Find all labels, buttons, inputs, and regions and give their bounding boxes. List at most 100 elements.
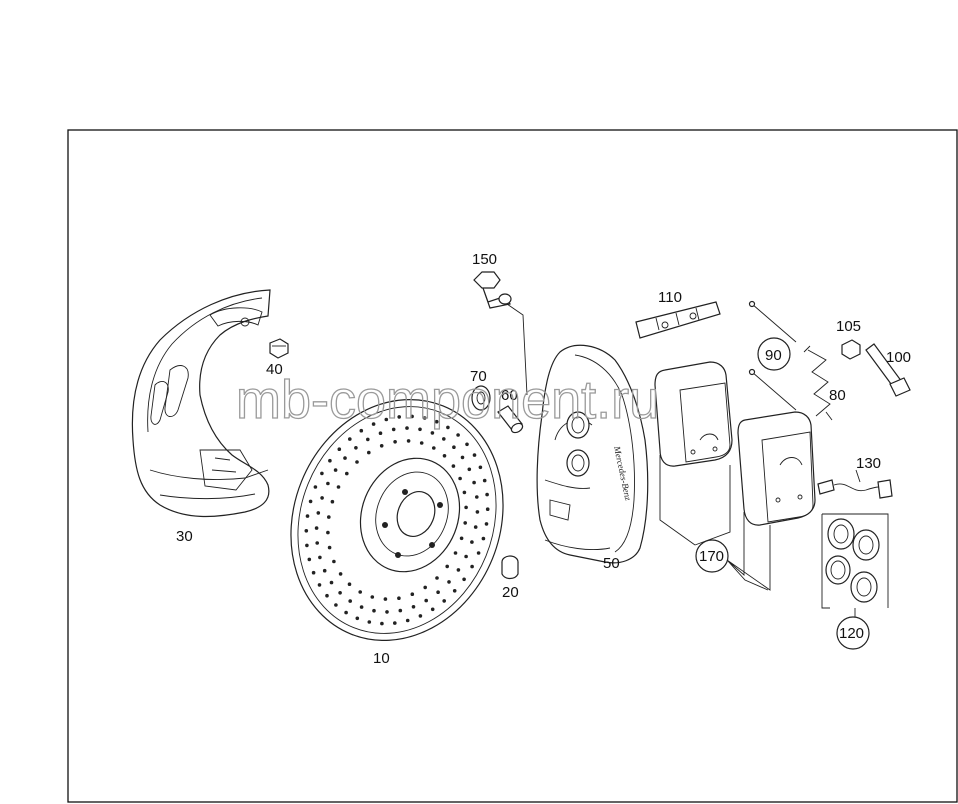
disc-drill-hole [419, 441, 424, 445]
disc-drill-hole [330, 499, 335, 504]
disc-drill-hole [316, 511, 321, 515]
spring-80-part[interactable] [803, 345, 833, 421]
disc-drill-hole [338, 591, 342, 595]
disc-drill-hole [334, 603, 338, 607]
disc-drill-hole [398, 608, 403, 613]
disc-drill-hole [337, 447, 342, 452]
callout-50: 50 [603, 555, 620, 572]
disc-drill-hole [464, 554, 468, 559]
disc-drill-hole [383, 597, 388, 601]
pin-90-part[interactable] [748, 300, 797, 411]
disc-drill-hole [434, 419, 439, 424]
disc-drill-hole [328, 458, 332, 463]
disc-drill-hole [393, 440, 397, 444]
disc-drill-hole [313, 485, 318, 489]
disc-drill-hole [338, 572, 343, 576]
disc-drill-hole [430, 431, 435, 435]
nut-40-part[interactable] [269, 338, 289, 359]
callout-100: 100 [886, 349, 911, 366]
disc-drill-hole [347, 582, 352, 586]
cap-70-part[interactable] [471, 385, 491, 411]
disc-drill-hole [305, 514, 310, 518]
disc-drill-hole [305, 543, 309, 548]
disc-drill-hole [410, 414, 414, 419]
disc-drill-hole [411, 605, 416, 609]
bolt-150-part[interactable] [473, 271, 512, 309]
callout-150: 150 [472, 251, 497, 268]
disc-drill-hole [397, 596, 401, 600]
sensor-130-part[interactable] [817, 469, 893, 499]
disc-drill-hole [355, 460, 359, 464]
disc-drill-hole [485, 507, 490, 512]
splash-shield-part[interactable] [131, 289, 271, 518]
callout-110: 110 [658, 289, 682, 306]
disc-drill-hole [410, 592, 415, 596]
disc-drill-hole [436, 590, 440, 594]
disc-drill-hole [451, 464, 456, 468]
nut-105-part[interactable] [841, 339, 861, 360]
disc-drill-hole [485, 492, 489, 497]
leader-150 [506, 303, 528, 396]
disc-drill-hole [343, 456, 347, 460]
disc-drill-hole [484, 522, 489, 526]
brake-pad-outer-part[interactable] [654, 361, 733, 467]
disc-drill-hole [460, 455, 465, 460]
disc-drill-hole [470, 540, 474, 544]
bleeder-60-part[interactable] [497, 405, 524, 434]
disc-drill-hole [320, 496, 324, 500]
disc-drill-hole [348, 437, 352, 441]
disc-drill-hole [327, 545, 332, 550]
callout-60: 60 [501, 387, 518, 404]
disc-drill-hole [418, 614, 423, 618]
disc-drill-hole [379, 444, 384, 448]
callout-90-circle [757, 337, 791, 371]
callout-90: 90 [765, 347, 782, 364]
callout-70: 70 [470, 368, 487, 385]
disc-drill-hole [308, 499, 313, 504]
disc-drill-hole [326, 530, 330, 535]
brake-caliper-part[interactable]: Mercedes-Benz [536, 344, 649, 564]
disc-drill-hole [329, 580, 334, 585]
callout-80: 80 [829, 387, 846, 404]
disc-drill-hole [442, 454, 447, 458]
seal-kit-120-part[interactable] [821, 513, 889, 617]
disc-drill-hole [473, 525, 478, 529]
leader-170 [659, 455, 771, 591]
diagram-frame [67, 129, 958, 803]
disc-drill-hole [482, 478, 487, 483]
disc-drill-hole [418, 427, 422, 432]
disc-drill-hole [406, 439, 411, 443]
disc-drill-hole [452, 589, 457, 593]
disc-drill-hole [470, 564, 474, 569]
disc-drill-hole [385, 610, 389, 614]
brake-pad-inner-part[interactable] [737, 411, 816, 526]
disc-drill-hole [456, 568, 461, 572]
disc-drill-hole [476, 551, 481, 555]
disc-drill-hole [367, 620, 372, 624]
disc-drill-hole [458, 476, 462, 481]
disc-drill-hole [358, 590, 363, 594]
disc-drill-hole [432, 446, 436, 450]
disc-drill-hole [325, 593, 329, 598]
watermark-text: mb-component.ru [236, 370, 659, 430]
disc-drill-hole [463, 521, 468, 525]
disc-drill-hole [345, 471, 349, 476]
callout-30: 30 [176, 528, 193, 545]
disc-drill-hole [344, 610, 348, 615]
disc-drill-hole [380, 621, 384, 626]
bolt-100-part[interactable] [865, 343, 911, 397]
disc-drill-hole [317, 583, 322, 587]
callout-170: 170 [699, 548, 724, 565]
disc-drill-hole [453, 551, 458, 555]
disc-drill-hole [465, 442, 469, 447]
callout-120-circle [836, 616, 870, 650]
disc-drill-hole [315, 541, 320, 545]
disc-drill-hole [478, 465, 483, 470]
clip-110-part[interactable] [635, 301, 721, 339]
brake-disc-part[interactable] [255, 367, 538, 672]
bolt-20-part[interactable] [501, 555, 519, 580]
disc-drill-hole [322, 568, 327, 573]
disc-drill-hole [423, 585, 428, 590]
disc-drill-hole [391, 427, 396, 432]
disc-drill-hole [348, 599, 353, 603]
